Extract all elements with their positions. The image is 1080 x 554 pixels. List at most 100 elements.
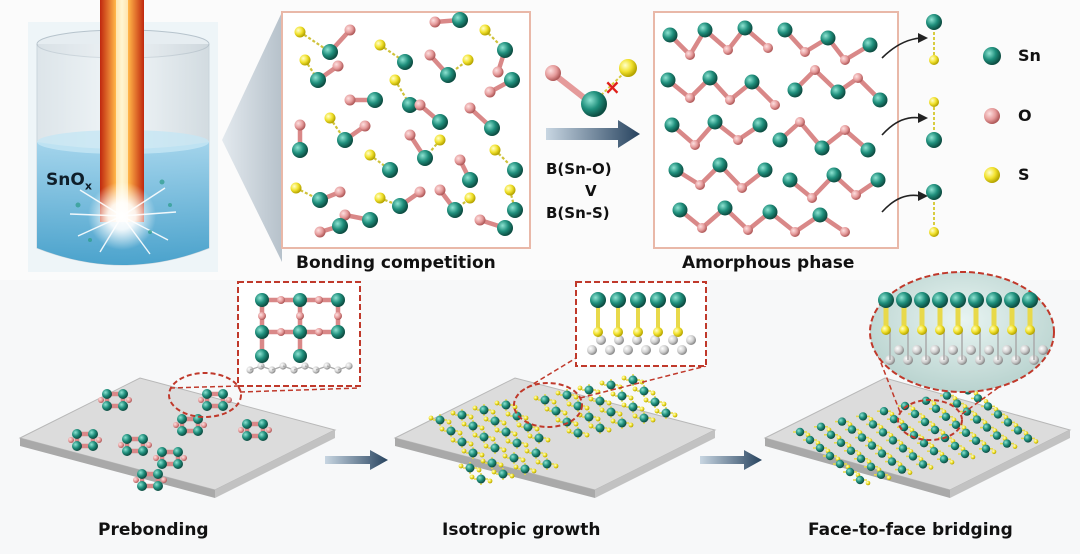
- sn-atom: [177, 426, 187, 436]
- s-atom: [476, 467, 482, 473]
- s-atom: [551, 399, 557, 405]
- s-atom: [523, 415, 529, 421]
- o-atom: [315, 328, 323, 336]
- c-atom: [894, 345, 904, 355]
- s-atom: [428, 415, 434, 421]
- s-atom: [512, 404, 518, 410]
- s-atom: [494, 400, 500, 406]
- s-atom: [610, 418, 616, 424]
- prebonding-clusters: [68, 389, 272, 491]
- comparison-line2: V: [585, 182, 597, 200]
- s-atom: [584, 405, 590, 411]
- sn-atom: [487, 458, 497, 468]
- c-atom: [345, 362, 353, 370]
- sn-atom: [255, 325, 269, 339]
- sn-atom: [908, 452, 918, 461]
- s-atom: [461, 448, 467, 454]
- c-atom: [587, 345, 597, 355]
- amorphous-caption: Amorphous phase: [682, 253, 855, 273]
- o-atom: [334, 186, 346, 198]
- sn-atom: [1004, 292, 1020, 308]
- sn-atom: [218, 389, 228, 399]
- sn-atom: [795, 427, 805, 437]
- sn-atom: [476, 474, 486, 484]
- sn-atom: [468, 448, 478, 458]
- sn-s-bond: [304, 59, 319, 81]
- sn-atom: [762, 204, 778, 220]
- legend-label-s: S: [1018, 165, 1030, 184]
- s-atom: [599, 407, 605, 413]
- sn-atom: [812, 207, 828, 223]
- s-atom: [509, 473, 515, 479]
- sn-atom: [981, 444, 991, 453]
- s-atom: [324, 112, 336, 124]
- s-atom: [953, 325, 963, 335]
- o-atom: [733, 135, 743, 145]
- s-atom: [673, 327, 683, 337]
- s-atom: [468, 441, 474, 447]
- sn-atom: [177, 414, 187, 424]
- sn-atom: [931, 404, 941, 413]
- sn-atom: [218, 401, 228, 411]
- sn-atom: [497, 42, 513, 58]
- sn-atom: [202, 401, 212, 411]
- o-atom: [685, 50, 695, 60]
- s-atom: [389, 74, 401, 86]
- sn-atom: [310, 72, 326, 88]
- sn-atom: [102, 401, 112, 411]
- o-atom: [277, 328, 285, 336]
- o-atom: [344, 24, 356, 36]
- o-atom: [404, 129, 416, 141]
- s-atom: [523, 442, 529, 448]
- amorphous-network: [660, 20, 888, 237]
- sn-atom: [337, 132, 353, 148]
- sn-atom: [468, 421, 478, 431]
- sn-atom: [702, 70, 718, 86]
- c-atom: [605, 345, 615, 355]
- sn-atom: [157, 459, 167, 469]
- s-atom: [504, 184, 516, 196]
- sn-atom: [498, 469, 508, 479]
- stage-caption-prebonding: Prebonding: [98, 520, 209, 540]
- o-atom: [181, 455, 187, 461]
- c-atom: [984, 345, 994, 355]
- c-atom: [632, 335, 642, 345]
- s-atom: [520, 457, 526, 463]
- o-atom: [725, 95, 735, 105]
- o-atom: [414, 99, 426, 111]
- comparison-line3: B(Sn-S): [546, 204, 610, 222]
- sn-atom: [939, 455, 949, 464]
- s-atom: [650, 390, 656, 396]
- s-atom: [566, 428, 572, 434]
- sn-atom: [479, 405, 489, 415]
- sn-atom: [523, 422, 533, 432]
- s-atom: [450, 410, 456, 416]
- o-atom: [126, 397, 132, 403]
- sn-atom: [610, 292, 626, 308]
- sn-atom: [973, 394, 983, 403]
- o-atom: [294, 119, 306, 131]
- c-atom: [614, 335, 624, 345]
- legend-label-o: O: [1018, 106, 1032, 125]
- sn-atom: [534, 433, 544, 443]
- sn-atom: [951, 420, 961, 429]
- o-atom: [424, 49, 436, 61]
- sn-atom: [507, 162, 523, 178]
- s-atom: [502, 453, 508, 459]
- s-atom: [970, 454, 976, 460]
- sn-atom: [457, 437, 467, 447]
- o-atom: [790, 227, 800, 237]
- sn-atom: [816, 422, 826, 431]
- s-atom: [588, 396, 594, 402]
- s-atom: [865, 480, 871, 486]
- legend-swatches: [983, 47, 1001, 183]
- o-atom: [315, 296, 323, 304]
- s-atom: [483, 416, 489, 422]
- s-atom: [472, 405, 478, 411]
- sn-atom: [173, 447, 183, 457]
- s-atom: [555, 417, 561, 423]
- c-atom: [1038, 345, 1048, 355]
- o-atom: [258, 312, 266, 320]
- s-atom: [886, 475, 892, 481]
- s-atom: [513, 464, 519, 470]
